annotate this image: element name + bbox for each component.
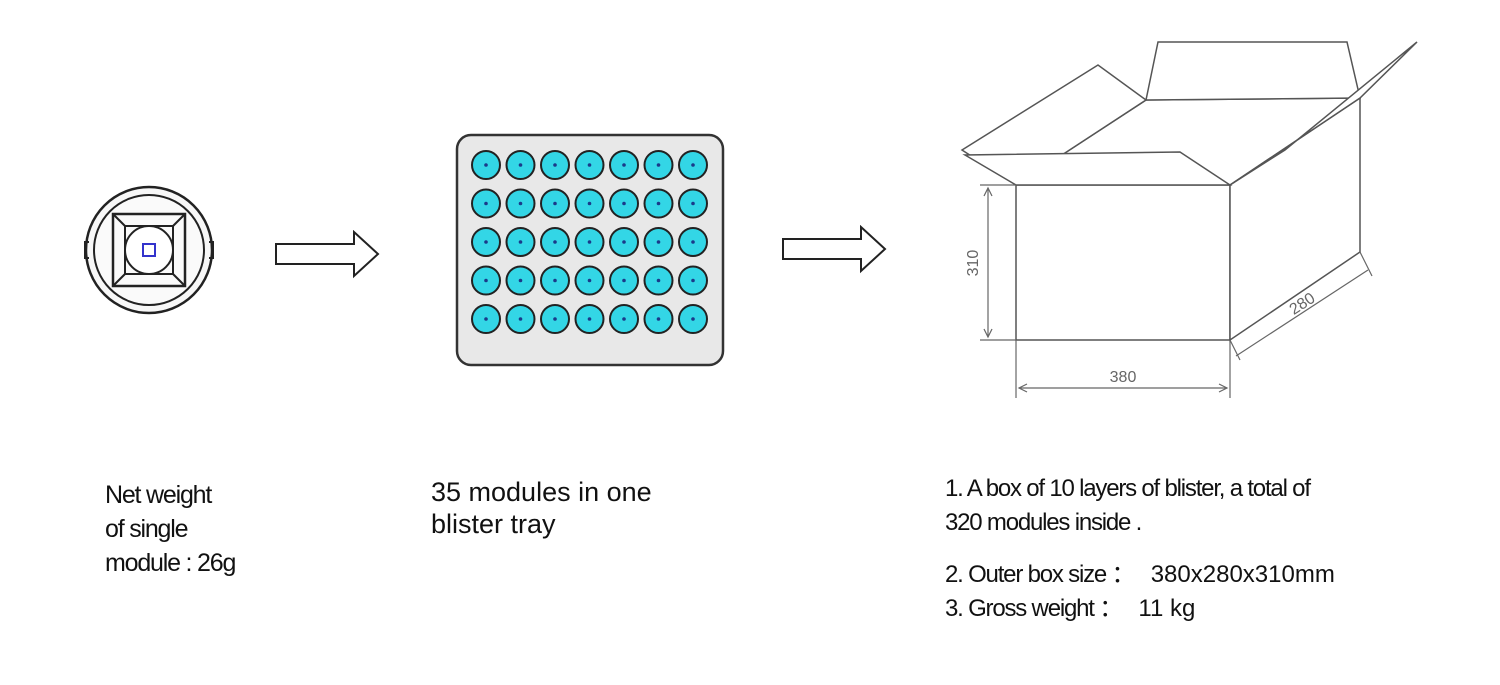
box-caption-line-2: 320 modules inside . (945, 509, 1142, 536)
blister-cell-center (484, 240, 488, 244)
blister-cell-center (587, 201, 592, 206)
blister-cell-center (691, 163, 695, 167)
module-caption-line: of single (105, 515, 189, 543)
module-caption-line: Net weight (105, 481, 212, 509)
box-caption: 1. A box of 10 layers of blister, a tota… (945, 472, 1485, 626)
dim-height-label: 310 (965, 250, 982, 277)
box-size-line: 2. Outer box size ： 380x280x310mm (945, 558, 1485, 592)
tray-caption-line: 35 modules in one (431, 477, 652, 507)
blister-cell-center (622, 317, 626, 321)
blister-cell-center (656, 163, 661, 167)
arrow-right-icon (782, 225, 887, 274)
blister-cell-center (691, 201, 695, 206)
tray-caption-line: blister tray (431, 509, 556, 539)
blister-cell-center (622, 201, 626, 206)
blister-cell-center (518, 240, 523, 244)
blister-cell-center (656, 317, 661, 321)
blister-cell-center (587, 163, 592, 167)
blister-cell-center (518, 317, 523, 321)
blister-tray-drawing (455, 133, 725, 367)
box-caption-line-1: 1. A box of 10 layers of blister, a tota… (945, 475, 1311, 502)
blister-cell-center (553, 317, 557, 321)
blister-cell-center (691, 317, 695, 321)
blister-cell-center (691, 240, 695, 244)
module-caption-line: module : 26g (105, 549, 236, 577)
blister-cell-center (587, 240, 592, 244)
blister-cell-center (587, 317, 592, 321)
blister-cell-center (553, 278, 557, 283)
blister-cell-center (553, 201, 557, 206)
tray-caption: 35 modules in one blister tray (431, 476, 731, 540)
tray-cells (471, 150, 708, 334)
blister-cell-center (622, 240, 626, 244)
blister-cell-center (518, 278, 523, 283)
blister-cell-center (518, 163, 523, 167)
box-weight-line: 3. Gross weight ： 11 kg (945, 592, 1485, 626)
box-drawing: 310 380 280 (960, 41, 1418, 398)
blister-cell-center (484, 201, 488, 206)
box-weight-value: 11 kg (1138, 595, 1196, 622)
module-caption: Net weight of single module : 26g (105, 478, 305, 580)
blister-cell-center (656, 240, 661, 244)
arrow-right-icon (275, 230, 380, 279)
blister-cell-center (553, 240, 557, 244)
blister-cell-center (622, 278, 626, 283)
blister-cell-center (484, 278, 488, 283)
dim-width-label: 380 (1110, 369, 1137, 386)
box-size-label: 2. Outer box size ： (945, 561, 1135, 588)
box-weight-label: 3. Gross weight ： (945, 595, 1123, 622)
blister-cell-center (691, 278, 695, 283)
blister-cell-center (518, 201, 523, 206)
blister-cell-center (484, 317, 488, 321)
blister-cell-center (484, 163, 488, 167)
blister-cell-center (622, 163, 626, 167)
blister-cell-center (587, 278, 592, 283)
module-drawing (84, 185, 214, 315)
blister-cell-center (553, 163, 557, 167)
blister-cell-center (656, 278, 661, 283)
blister-cell-center (656, 201, 661, 206)
box-size-value: 380x280x310mm (1150, 561, 1335, 588)
